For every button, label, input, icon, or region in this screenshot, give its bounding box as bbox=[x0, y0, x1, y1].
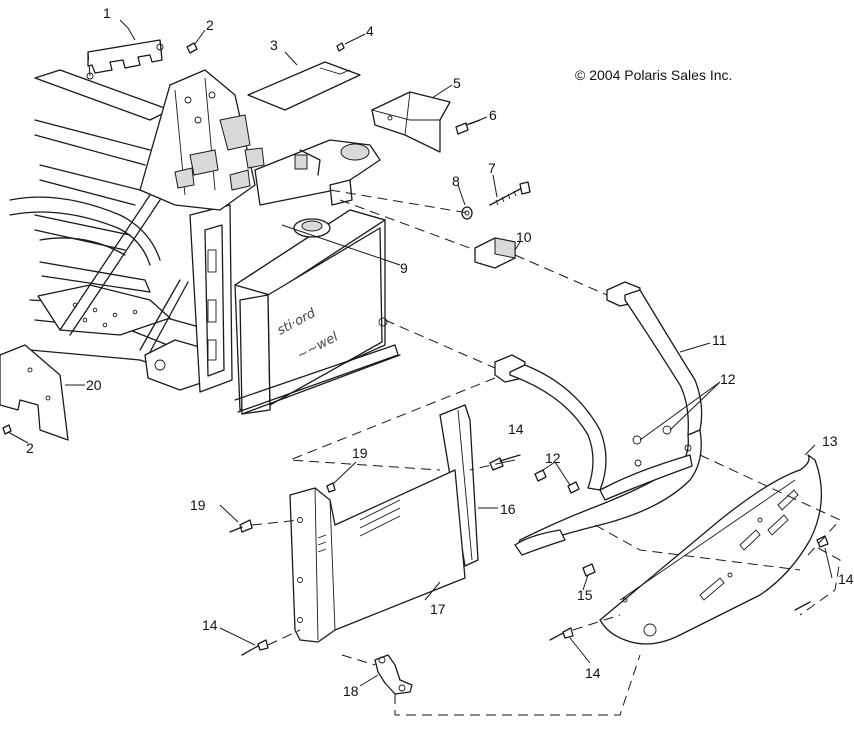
callout-labels: 1 2 3 4 5 6 7 8 9 10 11 12 12 13 14 14 1… bbox=[26, 5, 854, 699]
part-20-left-panel bbox=[0, 344, 69, 441]
callout-12-upper: 12 bbox=[720, 371, 736, 387]
part-3-plate bbox=[247, 61, 361, 111]
callout-2-top: 2 bbox=[206, 17, 214, 33]
steering-post-tower bbox=[139, 69, 381, 211]
fasteners bbox=[2, 424, 829, 656]
callout-17: 17 bbox=[430, 601, 446, 617]
callout-14-b: 14 bbox=[838, 571, 854, 587]
callout-2-left: 2 bbox=[26, 440, 34, 456]
callout-11: 11 bbox=[712, 332, 727, 348]
part-18-link bbox=[374, 654, 413, 695]
copyright-notice: © 2004 Polaris Sales Inc. bbox=[575, 67, 732, 83]
callout-14-c: 14 bbox=[202, 617, 218, 633]
chassis-frame bbox=[9, 69, 233, 393]
callout-20: 20 bbox=[86, 377, 102, 393]
callout-16: 16 bbox=[500, 501, 516, 517]
callout-6: 6 bbox=[489, 107, 497, 123]
callout-18: 18 bbox=[343, 683, 359, 699]
part-1-shield bbox=[86, 39, 164, 80]
assembly-dashed-lines bbox=[87, 51, 841, 716]
callout-12-lower: 12 bbox=[545, 450, 561, 466]
callout-15: 15 bbox=[577, 587, 593, 603]
callout-5: 5 bbox=[453, 75, 461, 91]
callout-9: 9 bbox=[400, 260, 408, 276]
part-5-bracket bbox=[371, 91, 451, 153]
callout-10: 10 bbox=[516, 229, 532, 245]
part-13-skid-plate bbox=[599, 454, 823, 645]
part-17-lower-shield bbox=[289, 469, 466, 643]
part-10-mount bbox=[474, 237, 516, 269]
callout-19-left: 19 bbox=[190, 497, 206, 513]
callout-13: 13 bbox=[822, 433, 838, 449]
callout-7: 7 bbox=[488, 160, 496, 176]
callout-4: 4 bbox=[366, 23, 374, 39]
part-11-bumper bbox=[494, 281, 703, 556]
fasteners-top bbox=[186, 42, 481, 135]
callout-14-d: 14 bbox=[585, 665, 601, 681]
callout-19-center: 19 bbox=[352, 445, 368, 461]
callout-1: 1 bbox=[103, 5, 111, 21]
callout-8: 8 bbox=[452, 173, 460, 189]
callout-3: 3 bbox=[270, 37, 278, 53]
parts-7-8-bolt-washer bbox=[461, 181, 531, 220]
callout-14-a: 14 bbox=[508, 421, 524, 437]
leader-lines bbox=[7, 19, 833, 687]
radiator: sti·ord ~~wel bbox=[234, 209, 401, 415]
